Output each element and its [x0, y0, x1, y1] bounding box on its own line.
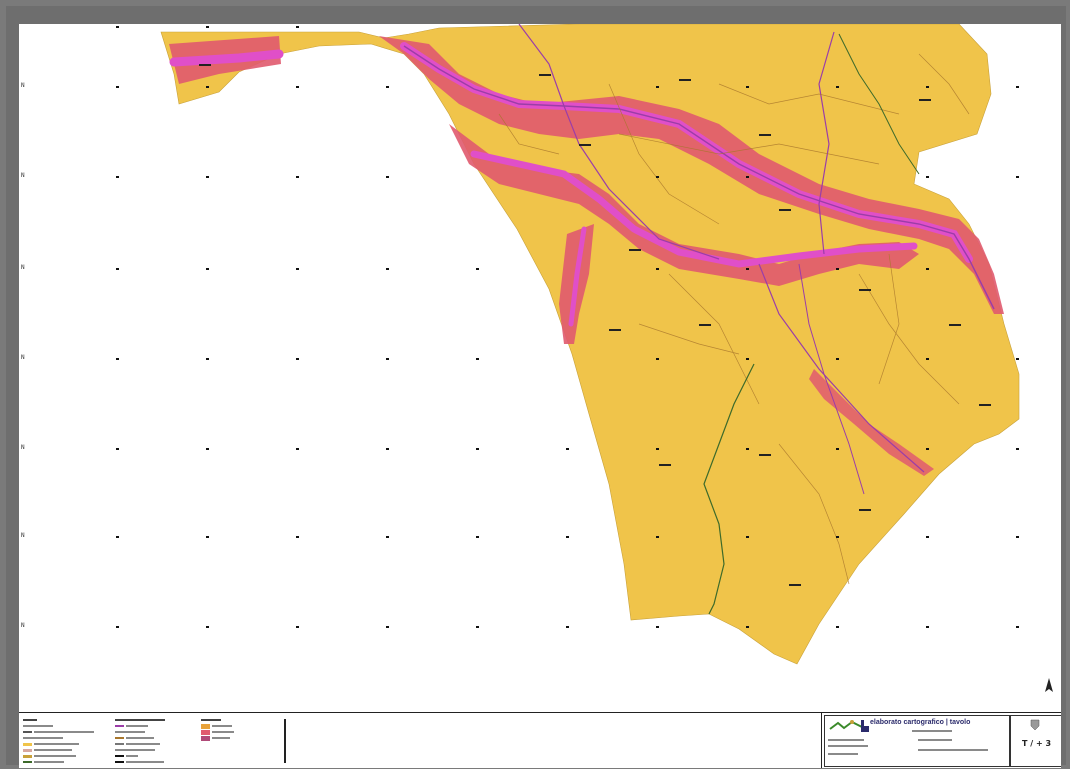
- grid-row-label: N: [21, 264, 25, 271]
- subtitle-line: [912, 728, 952, 733]
- place-labels: [199, 64, 991, 586]
- road-network: [498, 53, 970, 585]
- legend-divider: [284, 719, 286, 763]
- river-centerline: [403, 45, 995, 310]
- subtitle-line: [918, 737, 952, 742]
- legend-column: [201, 717, 271, 741]
- grid-row-label: N: [21, 172, 25, 179]
- grid-row-label: N: [21, 622, 25, 629]
- legend-column: [23, 717, 123, 765]
- river-channel: [169, 49, 284, 67]
- map-svg: [116, 24, 1020, 665]
- municipal-boundary: [838, 33, 920, 175]
- subtitle-line: [828, 737, 864, 742]
- legend-bar: elaborato cartografico | tavolo T / + 3: [19, 712, 1061, 768]
- sheet-code: T / + 3: [1022, 739, 1052, 748]
- authority-logo: [829, 720, 863, 730]
- river-centerline: [798, 263, 865, 495]
- municipal-boundary: [703, 363, 755, 615]
- coat-of-arms-icon: [1030, 719, 1040, 731]
- subtitle-line: [828, 751, 858, 756]
- flood-zone: [809, 369, 934, 476]
- grid-marks: [116, 26, 1019, 628]
- river-channel: [470, 150, 918, 268]
- title-block-main: [824, 715, 1010, 767]
- legend-column: [115, 717, 185, 765]
- grid-row-label: N: [21, 354, 25, 361]
- grid-row-label: N: [21, 82, 25, 89]
- agency-logo: [861, 720, 869, 732]
- river-centerline: [758, 263, 925, 473]
- map-title: elaborato cartografico | tavolo: [870, 719, 971, 726]
- subtitle-line: [918, 747, 988, 752]
- grid-row-label: N: [21, 532, 25, 539]
- map-sheet: N N N N N N N: [19, 24, 1061, 768]
- subtitle-line: [828, 743, 868, 748]
- map-canvas[interactable]: N N N N N N N: [19, 24, 1061, 712]
- river-centerline: [818, 31, 835, 255]
- title-block-code-cell: [1010, 715, 1061, 767]
- river-channel: [568, 226, 587, 327]
- grid-row-label: N: [21, 444, 25, 451]
- north-arrow-icon: [1041, 676, 1057, 698]
- title-block: elaborato cartografico | tavolo T / + 3: [821, 713, 1061, 768]
- viewer-frame: N N N N N N N: [6, 6, 1066, 768]
